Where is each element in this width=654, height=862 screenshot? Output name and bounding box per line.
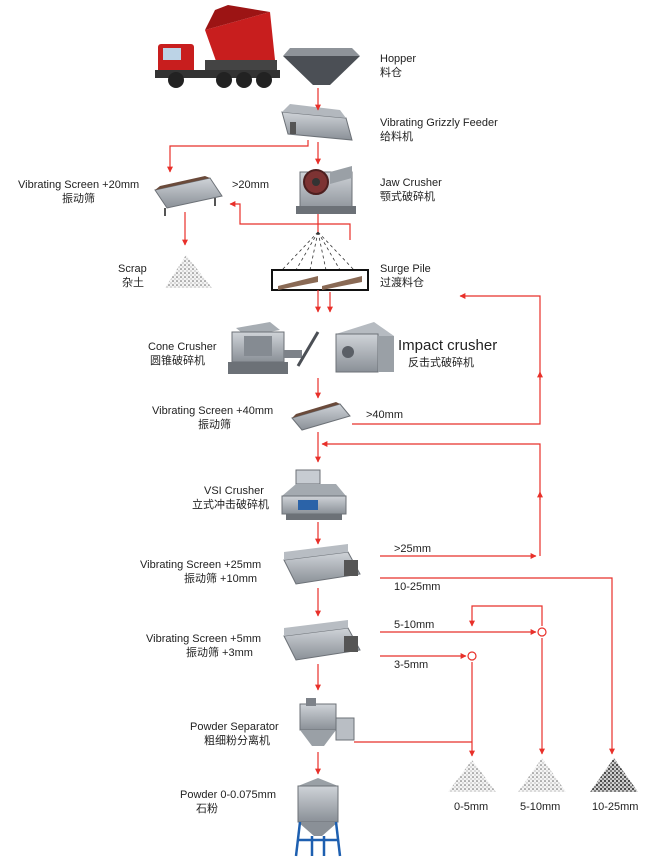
- separator-label-cn: 粗细粉分离机: [204, 733, 270, 747]
- vsi-label-en: VSI Crusher: [204, 485, 264, 497]
- screen3-label-en: Vibrating Screen +25mm: [140, 559, 261, 571]
- vibrating-screen-3-icon: [283, 544, 361, 585]
- pile-5-10mm-icon: [518, 758, 566, 792]
- scrap-label-cn: 杂土: [122, 276, 144, 289]
- screen2-label-en: Vibrating Screen +40mm: [152, 405, 273, 417]
- pile-0-5mm-icon: [448, 760, 496, 792]
- scrap-pile-icon: [165, 255, 212, 288]
- feeder-label-cn: 给料机: [380, 129, 413, 143]
- cone-label-en: Cone Crusher: [148, 341, 217, 353]
- dump-truck-icon: [155, 5, 280, 88]
- cone-label-cn: 圆锥破碎机: [150, 353, 205, 367]
- impact-label-en: Impact crusher: [398, 337, 497, 354]
- powder-separator-icon: [299, 698, 355, 746]
- screen2-label-cn: 振动筛: [198, 417, 231, 431]
- jaw-label-en: Jaw Crusher: [380, 177, 442, 189]
- screen4-out1-label: 5-10mm: [394, 619, 434, 631]
- flow-lines: [167, 88, 615, 775]
- hopper-label-en: Hopper: [380, 53, 416, 65]
- screen4-label-cn: 振动筛 +3mm: [186, 645, 253, 659]
- junction-5-10mm: [537, 627, 547, 637]
- separator-label-en: Powder Separator: [190, 721, 279, 733]
- vsi-crusher-icon: [281, 469, 347, 520]
- impact-crusher-icon: [335, 322, 394, 373]
- scrap-label-en: Scrap: [118, 263, 147, 275]
- screen4-out2-label: 3-5mm: [394, 659, 428, 671]
- screen2-over-label: >40mm: [366, 409, 403, 421]
- hopper-label-cn: 料仓: [380, 65, 402, 79]
- surge-spray: [281, 231, 355, 271]
- junction-3-5mm: [467, 651, 477, 661]
- screen4-label-en: Vibrating Screen +5mm: [146, 633, 261, 645]
- screen3-out1-label: >25mm: [394, 543, 431, 555]
- screen3-label-cn: 振动筛 +10mm: [184, 571, 257, 585]
- powder-label-en: Powder 0-0.075mm: [180, 789, 276, 801]
- product-label-0-5mm: 0-5mm: [454, 801, 488, 813]
- jaw-label-cn: 颚式破碎机: [380, 189, 435, 203]
- powder-label-cn: 石粉: [196, 802, 218, 815]
- screen1-label-en: Vibrating Screen +20mm: [18, 179, 139, 191]
- impact-label-cn: 反击式破碎机: [408, 355, 474, 369]
- surge-label-en: Surge Pile: [380, 263, 431, 275]
- vibrating-screen-4-icon: [283, 620, 361, 661]
- pile-10-25mm-icon: [590, 758, 638, 792]
- feeder-label-en: Vibrating Grizzly Feeder: [380, 117, 498, 129]
- vibrating-screen-1-icon: [154, 176, 223, 216]
- vibrating-screen-2-icon: [291, 402, 351, 431]
- cone-crusher-icon: [228, 322, 302, 374]
- vibrating-grizzly-feeder-icon: [281, 104, 353, 141]
- screen1-label-cn: 振动筛: [62, 191, 95, 205]
- vsi-label-cn: 立式冲击破碎机: [192, 497, 269, 511]
- product-label-10-25mm: 10-25mm: [592, 801, 638, 813]
- product-label-5-10mm: 5-10mm: [520, 801, 560, 813]
- or-slash: [296, 331, 320, 367]
- surge-pile-icon: [271, 269, 369, 291]
- screen1-over-label: >20mm: [232, 179, 269, 191]
- powder-silo-icon: [294, 778, 342, 857]
- surge-label-cn: 过渡料仓: [380, 275, 424, 289]
- hopper-icon: [283, 48, 360, 85]
- jaw-crusher-icon: [296, 166, 356, 214]
- screen3-out2-label: 10-25mm: [394, 581, 440, 593]
